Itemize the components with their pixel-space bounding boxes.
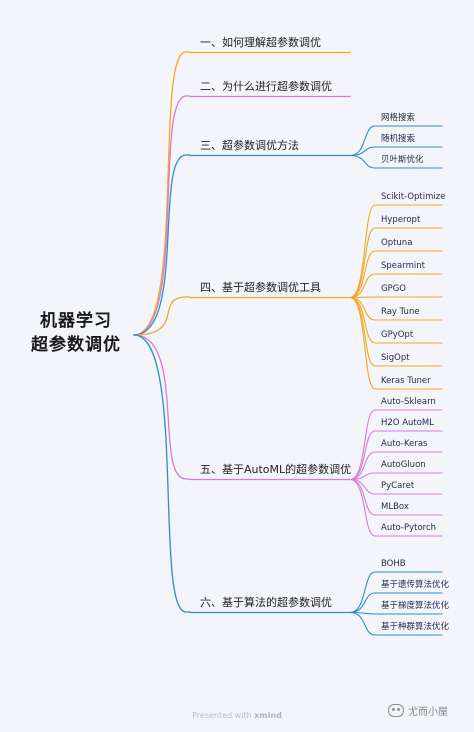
branch-connector-2 — [133, 95, 191, 336]
footer-brand: xmind — [254, 711, 282, 720]
leaf-connector-4-1 — [349, 204, 376, 299]
watermark-text: 尤而小屋 — [408, 707, 448, 718]
leaf-topic[interactable]: 基于梯度算法优化 — [381, 601, 450, 611]
watermark: 尤而小屋 — [388, 703, 448, 718]
branch-connector-3 — [133, 154, 191, 336]
root-topic-line-2: 超参数调优 — [31, 335, 121, 355]
leaf-topic[interactable]: 基于种群算法优化 — [381, 622, 450, 632]
leaf-topic[interactable]: Auto-Sklearn — [381, 397, 436, 407]
leaf-connector-3-3 — [349, 154, 376, 169]
branch-topic-3[interactable]: 三、超参数调优方法 — [200, 139, 299, 152]
leaf-topic[interactable]: Ray Tune — [381, 307, 420, 317]
leaf-topic[interactable]: AutoGluon — [381, 460, 426, 470]
leaf-connector-5-3 — [349, 451, 376, 481]
branch-connector-6 — [133, 334, 191, 613]
leaf-connector-4-4 — [349, 273, 376, 299]
branch-connector-4 — [133, 296, 191, 336]
leaf-topic[interactable]: BOHB — [381, 559, 406, 569]
branch-connector-1 — [133, 51, 191, 336]
leaf-topic[interactable]: 基于遗传算法优化 — [381, 580, 450, 590]
leaf-topic[interactable]: Spearmint — [381, 261, 425, 271]
root-topic-line-1: 机器学习 — [40, 311, 112, 331]
branch-topic-1[interactable]: 一、如何理解超参数调优 — [200, 36, 321, 49]
leaf-topic[interactable]: Auto-Pytorch — [381, 523, 437, 533]
leaf-topic[interactable]: H2O AutoML — [381, 418, 434, 428]
footer-credit: Presented with xmind — [0, 711, 474, 720]
leaf-connector-4-6 — [349, 296, 376, 321]
leaf-topic[interactable]: Hyperopt — [381, 215, 421, 225]
leaf-topic[interactable]: MLBox — [381, 502, 409, 512]
leaf-topic[interactable]: Keras Tuner — [381, 376, 431, 386]
leaf-connector-5-7 — [349, 478, 376, 537]
footer-prefix: Presented with — [192, 711, 252, 720]
leaf-topic[interactable]: 网格搜索 — [381, 113, 416, 123]
leaf-connector-6-1 — [349, 571, 376, 614]
wechat-icon — [388, 704, 404, 717]
leaf-connector-5-2 — [349, 430, 376, 481]
leaf-topic[interactable]: 贝叶斯优化 — [381, 155, 424, 165]
leaf-topic[interactable]: Scikit-Optimize — [381, 192, 446, 202]
leaf-connector-3-2 — [349, 146, 376, 157]
leaf-connector-4-9 — [349, 296, 376, 390]
branch-connector-5 — [133, 334, 191, 480]
root-topic[interactable]: 机器学习 超参数调优 — [20, 309, 132, 357]
branch-topic-5[interactable]: 五、基于AutoML的超参数调优 — [200, 463, 352, 476]
branch-topic-2[interactable]: 二、为什么进行超参数调优 — [200, 80, 332, 93]
leaf-topic[interactable]: SigOpt — [381, 353, 410, 363]
leaf-connector-3-1 — [349, 125, 376, 157]
leaf-topic[interactable]: PyCaret — [381, 481, 415, 491]
leaf-topic[interactable]: 随机搜索 — [381, 134, 416, 144]
branch-topic-6[interactable]: 六、基于算法的超参数调优 — [200, 596, 332, 609]
branch-topic-4[interactable]: 四、基于超参数调优工具 — [200, 281, 321, 294]
leaf-connector-6-2 — [349, 592, 376, 614]
leaf-connector-6-4 — [349, 611, 376, 636]
leaf-connector-4-3 — [349, 250, 376, 299]
leaf-topic[interactable]: Auto-Keras — [381, 439, 428, 449]
leaf-topic[interactable]: GPyOpt — [381, 330, 414, 340]
leaf-topic[interactable]: Optuna — [381, 238, 413, 248]
leaf-topic[interactable]: GPGO — [381, 284, 406, 294]
